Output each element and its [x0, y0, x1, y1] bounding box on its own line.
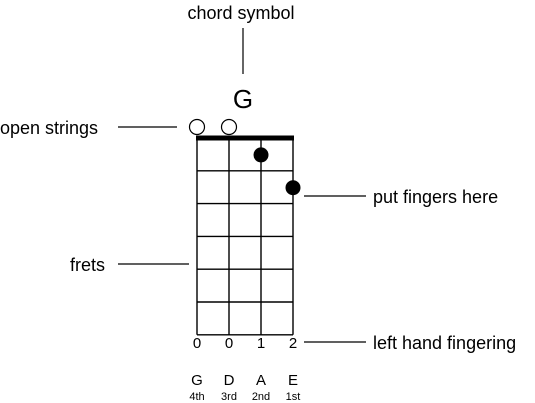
left-hand-fingering-label: left hand fingering: [373, 333, 516, 353]
fret-lines: [197, 170, 293, 336]
string-ordinal: 4th: [189, 391, 204, 403]
string-names: G 4th D 3rd A 2nd E 1st: [189, 372, 300, 403]
finger-number: 0: [225, 335, 233, 352]
open-strings-label: open strings: [0, 118, 98, 138]
fretboard: [188, 118, 301, 336]
string-lines: [196, 138, 294, 335]
string-name: A: [256, 372, 266, 389]
finger-dots: [253, 147, 301, 196]
finger-number: 2: [289, 335, 297, 352]
string-name: G: [191, 372, 203, 389]
open-string-marker: [188, 118, 206, 136]
chord-symbol-label: chord symbol: [187, 3, 294, 23]
string-ordinal: 1st: [286, 391, 301, 403]
string-ordinal: 2nd: [252, 391, 270, 403]
put-fingers-label: put fingers here: [373, 187, 498, 207]
string-ordinal: 3rd: [221, 391, 237, 403]
chord-name: G: [233, 84, 253, 114]
finger-dot: [253, 147, 269, 163]
finger-dot: [285, 180, 301, 196]
finger-numbers: 0 0 1 2: [193, 335, 297, 352]
finger-number: 0: [193, 335, 201, 352]
open-string-markers: [188, 118, 238, 136]
frets-label: frets: [70, 255, 105, 275]
string-name: E: [288, 372, 298, 389]
open-string-marker: [220, 118, 238, 136]
finger-number: 1: [257, 335, 265, 352]
string-name: D: [224, 372, 235, 389]
